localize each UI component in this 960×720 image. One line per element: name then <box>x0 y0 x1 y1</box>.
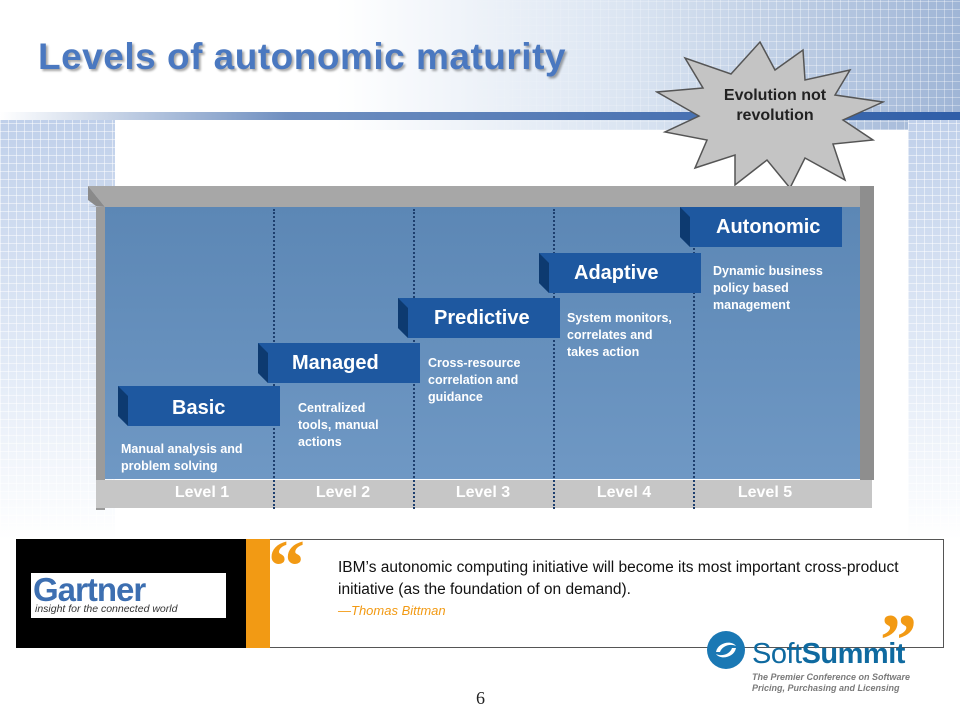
close-quote-icon: ” <box>880 600 917 682</box>
step-label-predictive: Predictive <box>434 307 530 329</box>
step-label-autonomic: Autonomic <box>716 216 821 238</box>
step-description-predictive: Cross-resource correlation and guidance <box>428 356 521 404</box>
level-divider <box>273 209 275 509</box>
step-description-adaptive: System monitors, correlates and takes ac… <box>567 311 672 359</box>
gartner-logo-tagline: insight for the connected world <box>35 603 178 615</box>
callout-line-1: Evolution not <box>723 87 827 104</box>
diagram-panel <box>105 207 860 479</box>
level-label-2: Level 2 <box>315 484 371 501</box>
step-label-basic: Basic <box>172 397 226 419</box>
level-label-5: Level 5 <box>737 484 793 501</box>
open-quote-icon: “ <box>268 526 305 608</box>
header-stripe <box>0 112 960 120</box>
diagram-frame <box>88 186 874 510</box>
step-description-autonomic: Dynamic business policy based management <box>713 264 823 312</box>
quote-author: —Thomas Bittman <box>338 603 446 618</box>
callout-line-2: revolution <box>736 107 814 124</box>
callout-text: Evolution not revolution <box>705 86 845 126</box>
right-side-pattern <box>908 120 960 540</box>
step-label-managed: Managed <box>292 352 379 374</box>
page-number: 6 <box>476 688 485 708</box>
step-description-managed: Centralized tools, manual actions <box>298 401 379 449</box>
softsummit-name: SoftSummit <box>752 638 905 670</box>
quote-accent-bar <box>246 539 270 648</box>
softsummit-tagline: The Premier Conference on Software Prici… <box>752 672 911 693</box>
level-label-4: Level 4 <box>596 484 652 501</box>
level-label-1: Level 1 <box>174 484 230 501</box>
level-label-3: Level 3 <box>455 484 511 501</box>
gartner-logo-wordmark: Gartner <box>33 571 146 608</box>
step-label-adaptive: Adaptive <box>574 262 659 284</box>
step-description-basic: Manual analysis and problem solving <box>121 442 243 473</box>
level-bar <box>96 480 872 508</box>
level-divider <box>553 209 555 509</box>
softsummit-logo-icon <box>707 631 745 669</box>
level-divider <box>693 209 695 509</box>
page-title: Levels of autonomic maturity <box>38 36 566 77</box>
gartner-logo <box>31 573 226 618</box>
quote-text: IBM’s autonomic computing initiative wil… <box>338 559 899 598</box>
level-divider <box>413 209 415 509</box>
